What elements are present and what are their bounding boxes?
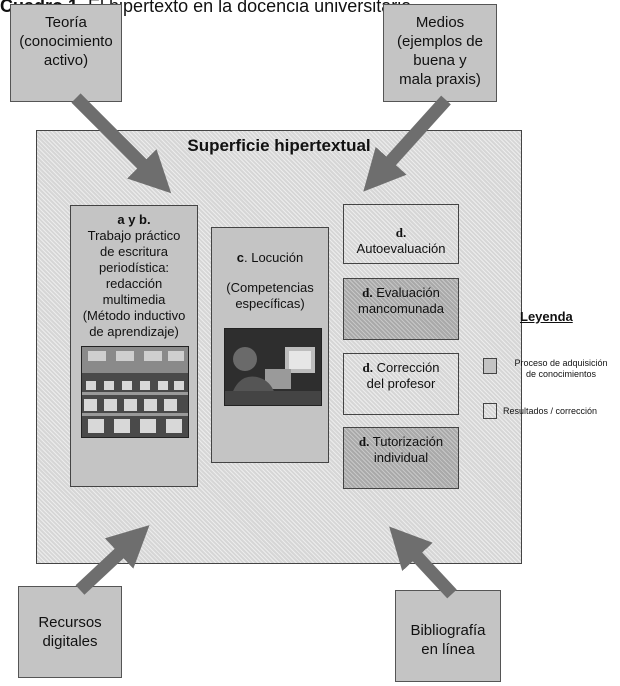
self-evaluation-box: d. Autoevaluación — [343, 204, 459, 264]
d-letter: d. — [362, 285, 373, 300]
legend-label-process: Proceso de adquisición de conocimientos — [514, 358, 608, 379]
c-letter: c — [236, 250, 244, 265]
teacher-correction-box: d. Corrección del profesor — [343, 353, 459, 415]
theory-box: Teoría (conocimiento activo) — [10, 4, 122, 102]
legend-label-results: Resultados / corrección — [503, 406, 598, 416]
surface-title: Superficie hipertextual — [187, 136, 371, 155]
c-body: (Competencias específicas) — [226, 280, 314, 311]
online-bibliography-box: Bibliografía en línea — [395, 590, 501, 682]
ab-heading: a y b. — [117, 212, 151, 227]
figure-title-text: El hipertexto en la docencia universitar… — [88, 0, 412, 16]
practical-writing-box: a y b. Trabajo práctico de escritura per… — [70, 205, 198, 487]
legend-title: Leyenda — [520, 309, 573, 324]
d-letter: d. — [358, 434, 370, 449]
c-label: . Locución — [243, 250, 304, 265]
joint-evaluation-box: d. Evaluación mancomunada — [343, 278, 459, 340]
legend-swatch-results — [483, 403, 497, 419]
individual-tutoring-box: d. Tutorización individual — [343, 427, 459, 489]
speech-photo — [224, 328, 322, 406]
d-letter: d. — [362, 360, 373, 375]
computer-lab-photo — [81, 346, 189, 438]
d-label: Evaluación mancomunada — [358, 285, 444, 316]
d-label: Corrección del profesor — [366, 360, 440, 391]
d-label: Tutorización individual — [372, 434, 444, 465]
media-box: Medios (ejemplos de buena y mala praxis) — [383, 4, 497, 102]
legend-swatch-process — [483, 358, 497, 374]
arrow-theory — [71, 93, 172, 194]
arrow-media — [363, 95, 451, 192]
c-heading: c. Locución — [212, 250, 328, 266]
d-label: Autoevaluación — [356, 241, 446, 256]
speech-box: c. Locución (Competencias específicas) — [211, 227, 329, 463]
arrow-bibliography — [389, 526, 457, 599]
ab-body: Trabajo práctico de escritura periodísti… — [82, 228, 186, 339]
d-letter: d. — [395, 225, 407, 240]
digital-resources-box: Recursos digitales — [18, 586, 122, 678]
arrow-digital — [75, 525, 150, 595]
